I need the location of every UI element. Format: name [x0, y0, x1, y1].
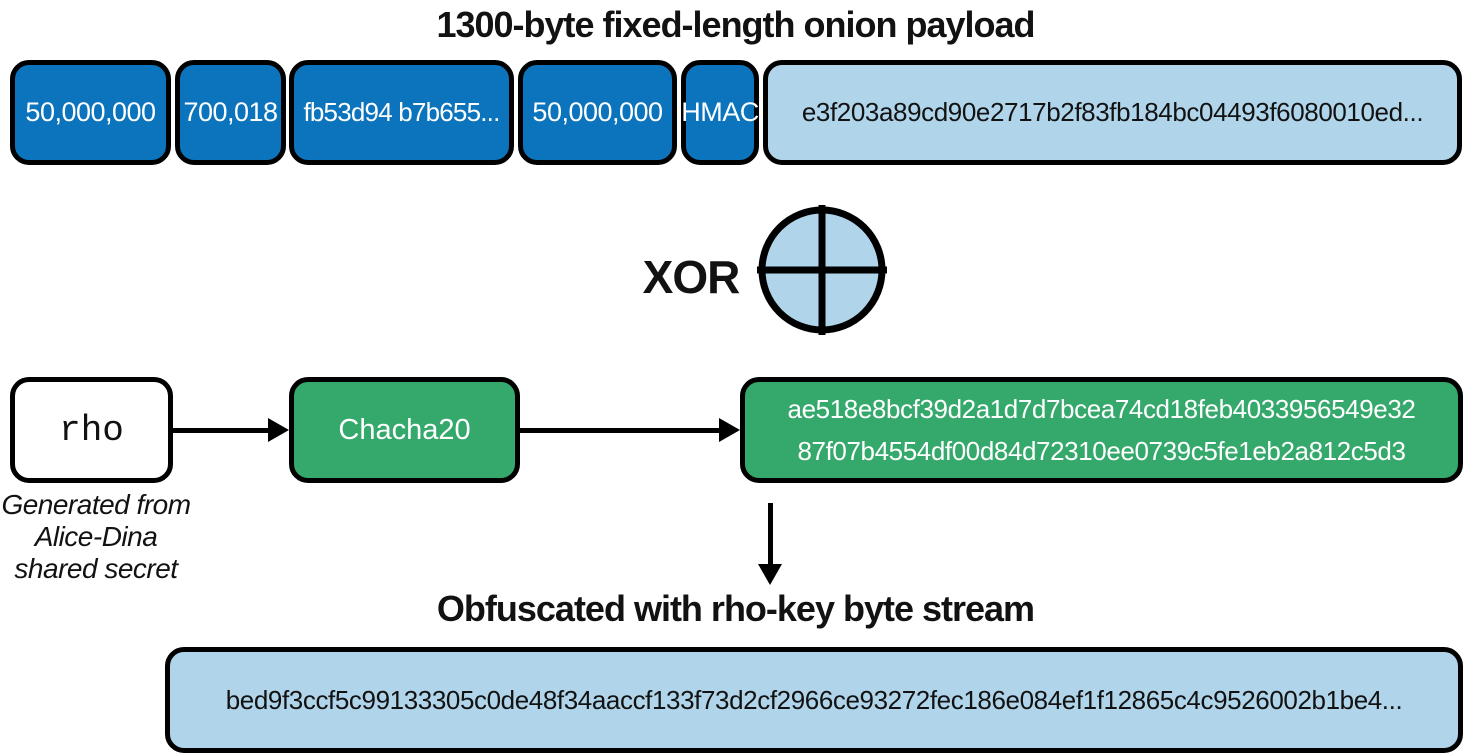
arrow-down-icon — [756, 503, 784, 585]
payload-title: 1300-byte fixed-length onion payload — [436, 4, 1035, 45]
keystream-line: ae518e8bcf39d2a1d7d7bcea74cd18feb4033956… — [787, 394, 1416, 424]
arrow-stem — [767, 503, 773, 564]
arrow-right-icon — [520, 417, 740, 443]
arrow-head — [758, 564, 782, 585]
chacha20-cipher-box: Chacha20 — [289, 377, 520, 483]
obfuscated-title: Obfuscated with rho-key byte stream — [436, 588, 1035, 629]
arrow-head — [719, 418, 740, 442]
payload-field-box: 50,000,000 — [518, 60, 677, 165]
arrow-stem — [173, 427, 268, 433]
rho-key-box: rho — [10, 377, 173, 483]
xor-label: XOR — [642, 251, 741, 303]
arrow-right-icon — [173, 417, 289, 443]
keystream-line: 87f07b4554df00d84d72310ee0739c5fe1eb2a81… — [797, 436, 1406, 466]
obfuscated-hex-box: bed9f3ccf5c99133305c0de48f34aaccf133f73d… — [165, 647, 1463, 753]
payload-field-box: 700,018 — [175, 60, 286, 165]
rho-caption-line: Generated from — [1, 489, 191, 520]
rho-caption-line: Alice-Dina — [34, 521, 158, 552]
rho-keystream-box: ae518e8bcf39d2a1d7d7bcea74cd18feb4033956… — [740, 377, 1463, 483]
arrow-stem — [520, 427, 719, 433]
payload-encrypted-hex-box: e3f203a89cd90e2717b2f83fb184bc04493f6080… — [763, 60, 1462, 165]
rho-caption-line: shared secret — [14, 553, 178, 584]
payload-field-box: 50,000,000 — [10, 60, 171, 165]
rho-caption: Generated from Alice-Dina shared secret — [0, 489, 192, 585]
xor-symbol-icon — [752, 200, 892, 340]
payload-field-box: fb53d94 b7b655... — [289, 60, 514, 165]
arrow-head — [268, 418, 289, 442]
payload-field-hmac-box: HMAC — [681, 60, 759, 165]
